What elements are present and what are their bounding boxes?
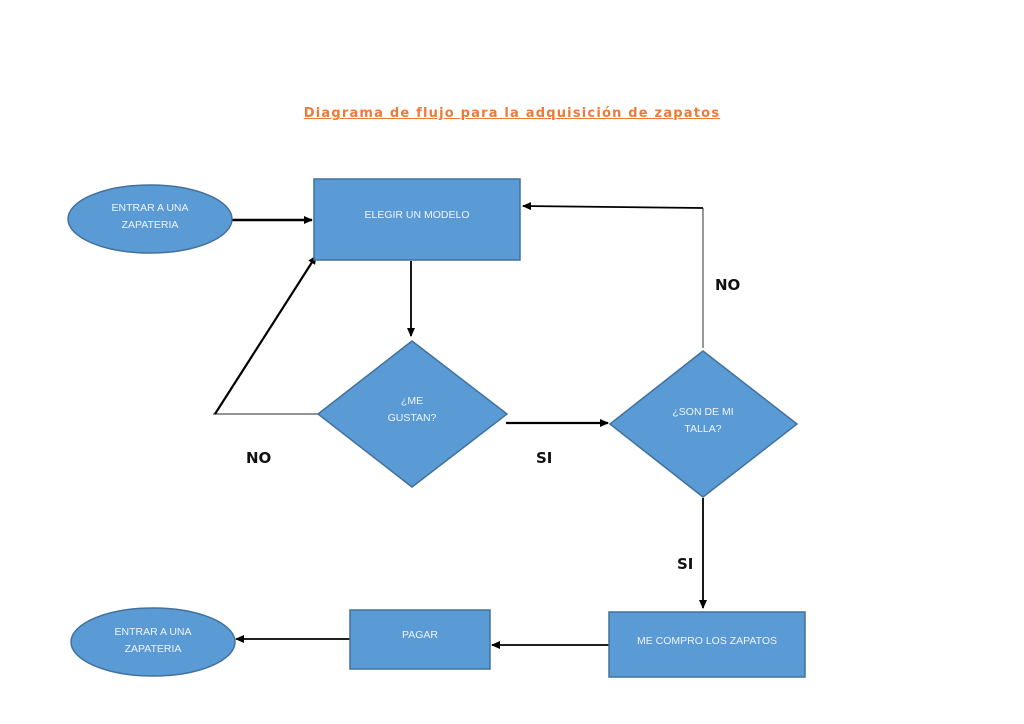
node-start-line-2: ZAPATERIA bbox=[122, 219, 179, 231]
node-pay: PAGAR bbox=[349, 609, 491, 670]
node-pay-label: PAGAR bbox=[402, 629, 438, 641]
node-choose-label: ELEGIR UN MODELO bbox=[364, 209, 469, 221]
node-end: ENTRAR A UNA ZAPATERIA bbox=[70, 607, 236, 677]
node-like: ¿ME GUSTAN? bbox=[316, 340, 509, 488]
diagram-title: Diagrama de flujo para la adquisición de… bbox=[303, 106, 721, 121]
label-like-si: SI bbox=[536, 449, 552, 467]
node-size: ¿SON DE MI TALLA? bbox=[608, 350, 799, 498]
node-start-line-1: ENTRAR A UNA bbox=[111, 202, 188, 214]
node-buy-label: ME COMPRO LOS ZAPATOS bbox=[637, 635, 777, 647]
node-choose: ELEGIR UN MODELO bbox=[313, 178, 521, 261]
label-size-no: NO bbox=[715, 276, 740, 294]
node-like-line-2: GUSTAN? bbox=[388, 412, 437, 424]
label-like-no: NO bbox=[246, 449, 271, 467]
node-start: ENTRAR A UNA ZAPATERIA bbox=[67, 184, 233, 254]
node-size-line-2: TALLA? bbox=[684, 423, 721, 435]
edge-size-no-horizontal bbox=[522, 202, 704, 211]
node-end-line-2: ZAPATERIA bbox=[125, 643, 182, 655]
node-end-line-1: ENTRAR A UNA bbox=[114, 626, 191, 638]
label-size-si: SI bbox=[677, 555, 693, 573]
node-buy: ME COMPRO LOS ZAPATOS bbox=[608, 611, 806, 678]
node-like-line-1: ¿ME bbox=[401, 395, 423, 407]
edge-like-no-diagonal bbox=[214, 255, 317, 415]
node-size-line-1: ¿SON DE MI bbox=[672, 406, 733, 418]
